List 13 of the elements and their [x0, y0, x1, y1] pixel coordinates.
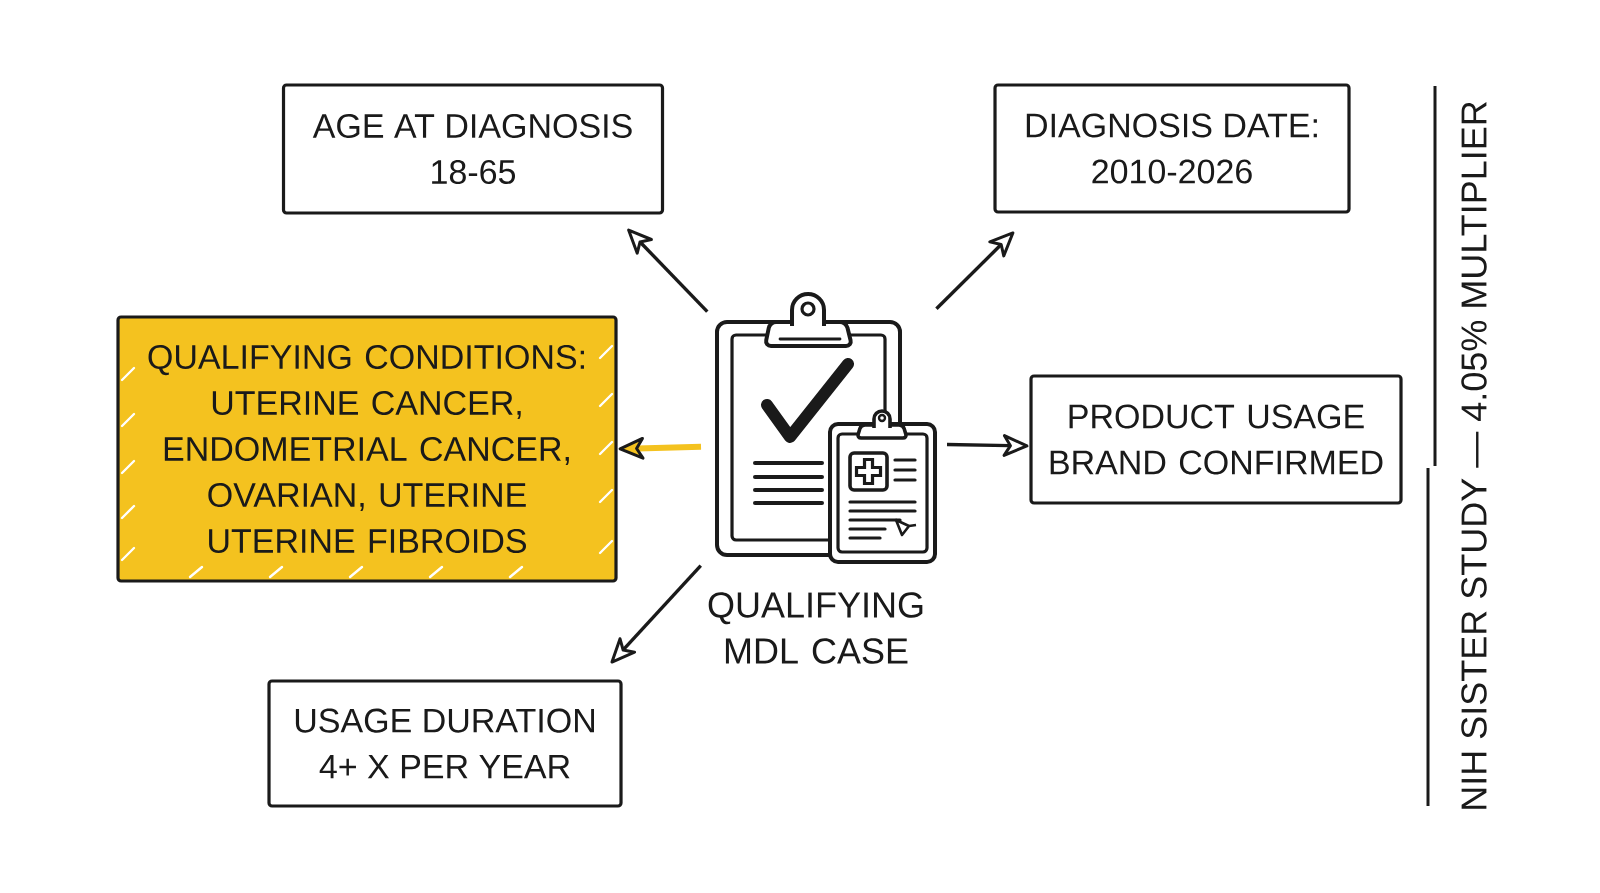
info-box: AGE AT DIAGNOSIS 18-65	[281, 83, 665, 215]
arrow	[618, 436, 702, 460]
info-box: DIAGNOSIS DATE: 2010-2026	[993, 83, 1351, 214]
arrow	[610, 564, 702, 664]
node-label: QUALIFYING MDL CASE	[708, 592, 923, 664]
clipboard-icon	[715, 292, 937, 564]
highlight-box: QUALIFYING CONDITIONS: UTERINE CANCER, ENDOMETRIAL CANCER, OVARIAN, UTERINE UTERINE FIBROIDS	[116, 315, 618, 583]
side-note: NIH SISTER STUDY — 4.05% MULTIPLIER	[1461, 101, 1487, 809]
arrow	[946, 434, 1029, 457]
arrow	[935, 231, 1015, 310]
info-box: PRODUCT USAGE BRAND CONFIRMED	[1029, 374, 1403, 505]
arrow	[627, 228, 709, 313]
info-box: USAGE DURATION 4+ X PER YEAR	[267, 679, 623, 808]
